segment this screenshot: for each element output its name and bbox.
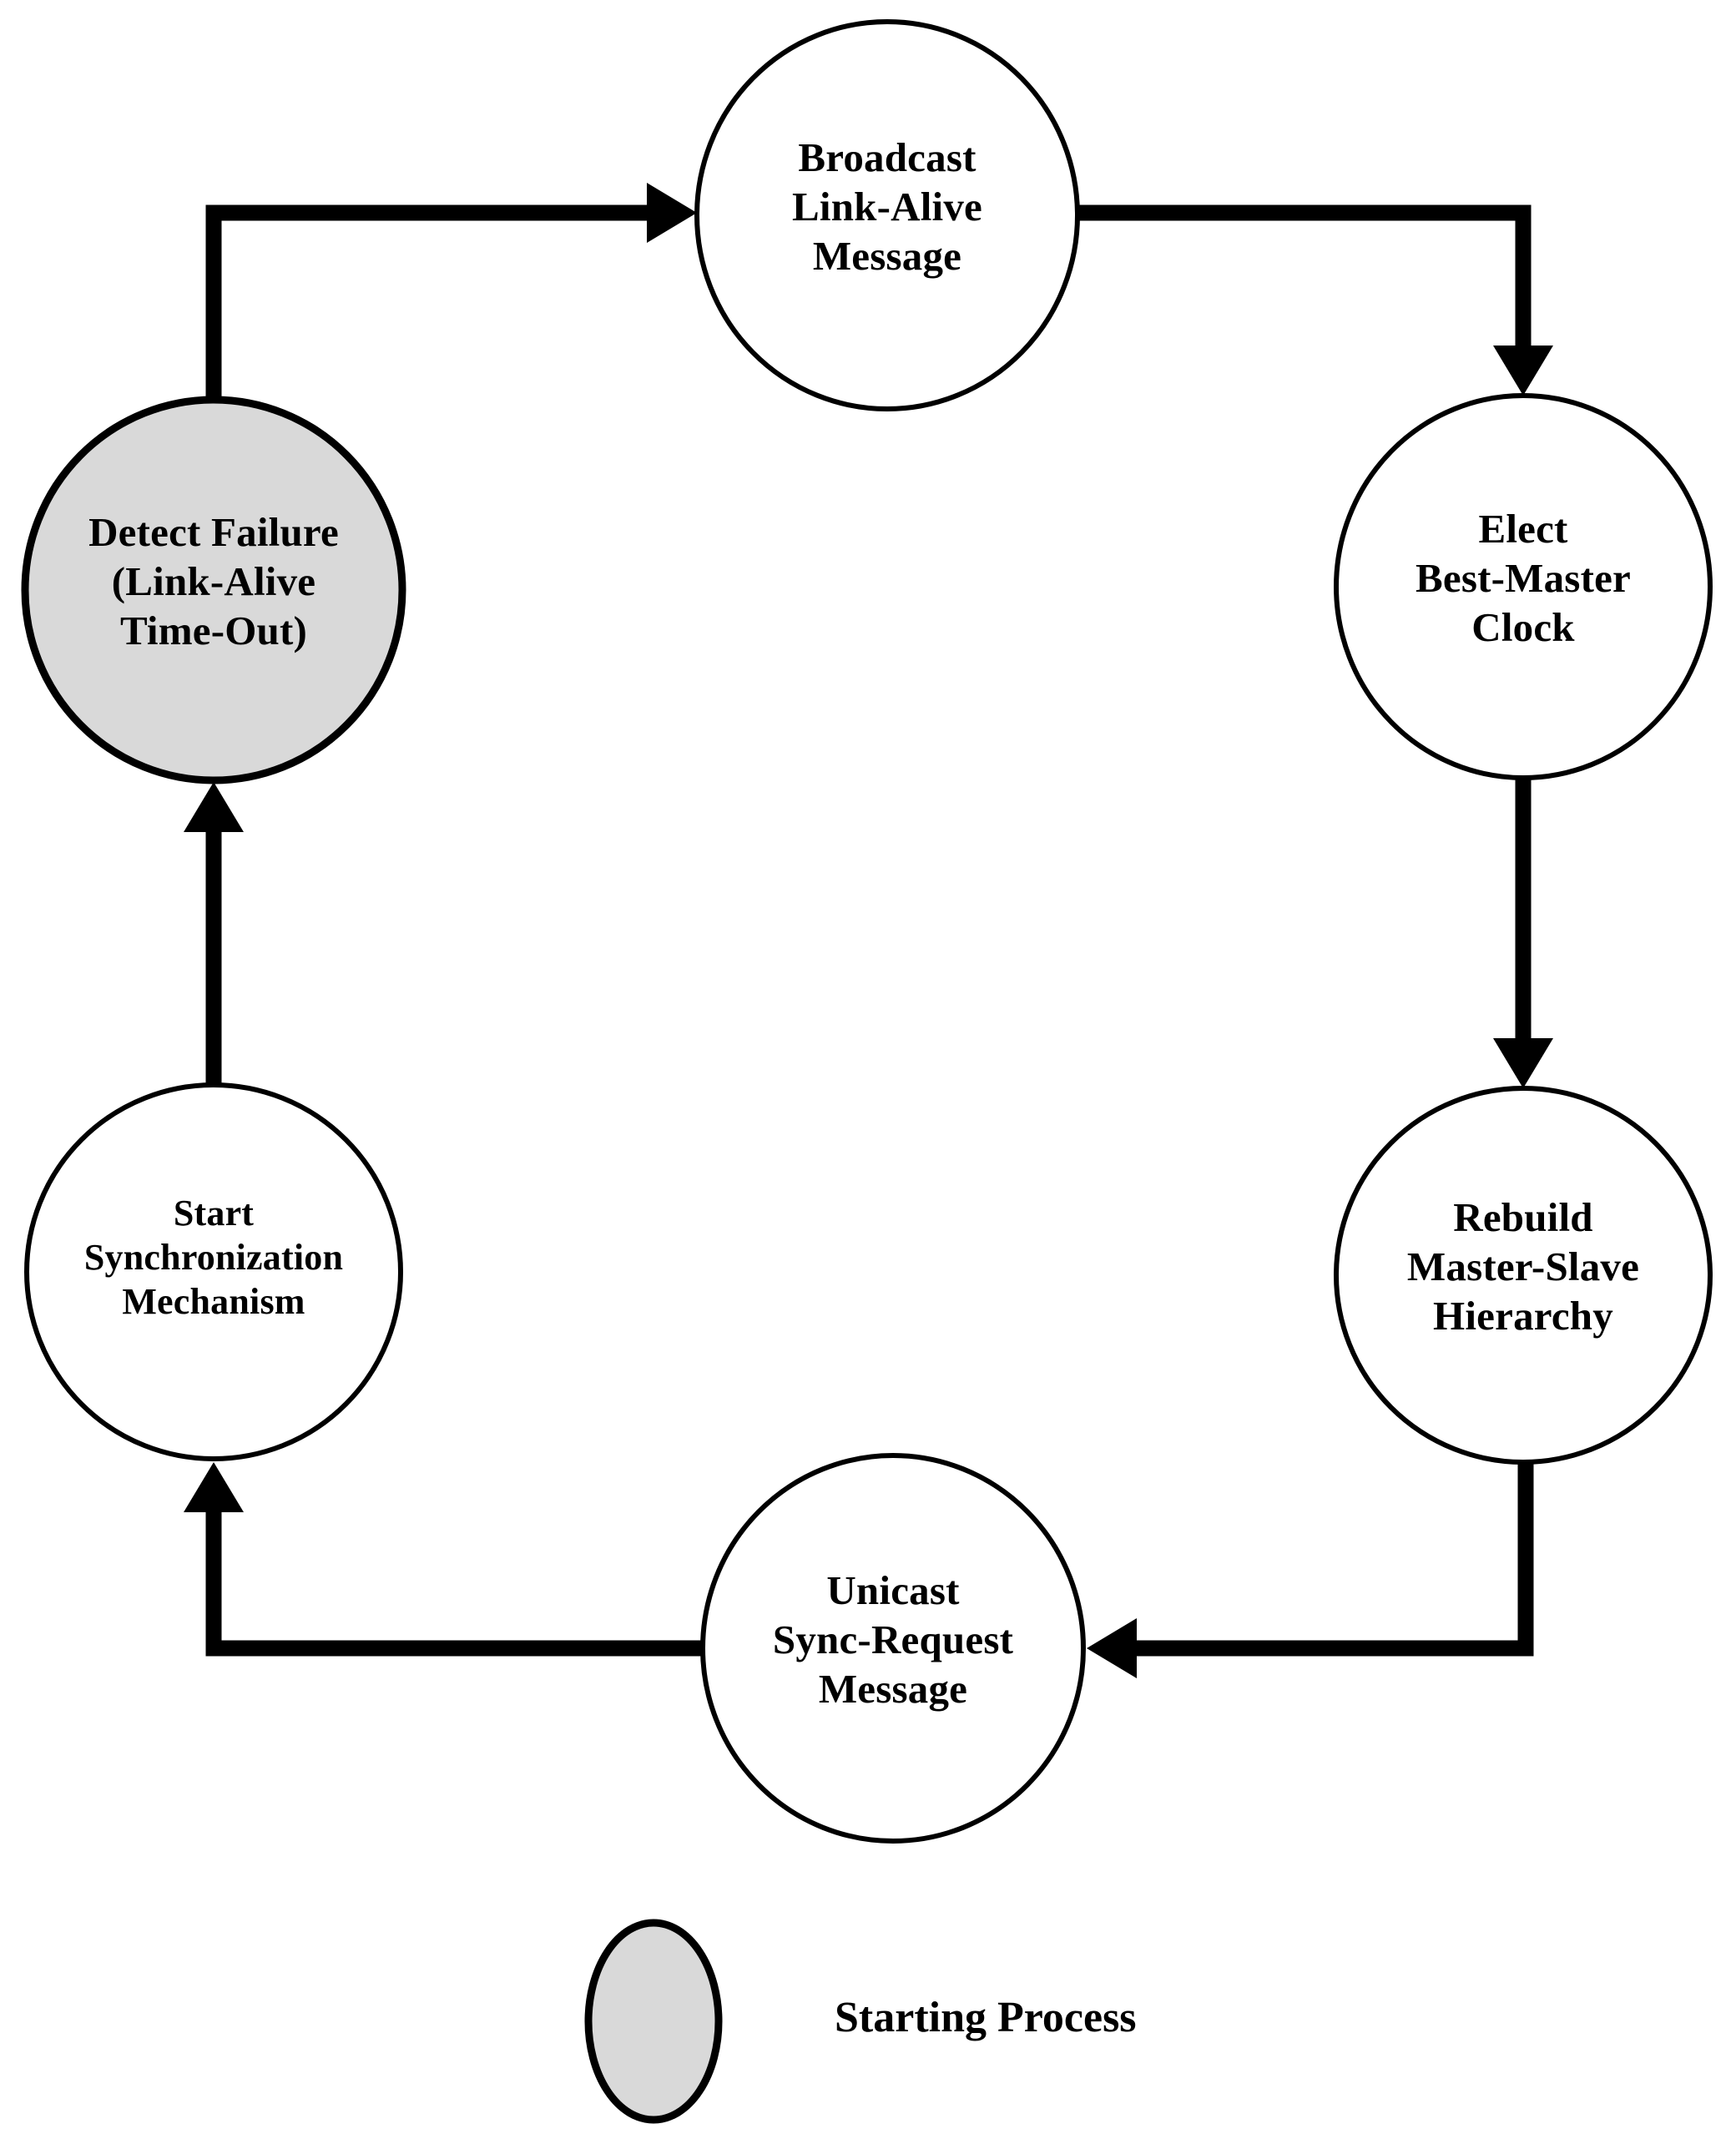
edge-detect-failure-to-broadcast (205, 183, 697, 402)
legend-starting-process-label: Starting Process (835, 1994, 1137, 2041)
edge-broadcast-to-elect (1075, 204, 1553, 396)
edge-start-sync-to-detect-failure (184, 782, 244, 1087)
edge-elect-to-rebuild (1493, 776, 1553, 1088)
edge-unicast-to-start-sync (184, 1462, 704, 1657)
edge-rebuild-to-unicast (1087, 1459, 1534, 1678)
node-rebuild-master-slave-hierarchy[interactable] (1334, 1086, 1713, 1465)
node-broadcast-link-alive-message[interactable] (694, 19, 1080, 411)
legend-starting-process-swatch (584, 1919, 723, 2124)
node-unicast-sync-request-message[interactable] (700, 1453, 1086, 1844)
node-start-synchronization-mechanism[interactable] (24, 1082, 403, 1461)
node-detect-failure-link-alive-time-out[interactable] (21, 396, 406, 784)
node-elect-best-master-clock[interactable] (1334, 393, 1713, 780)
